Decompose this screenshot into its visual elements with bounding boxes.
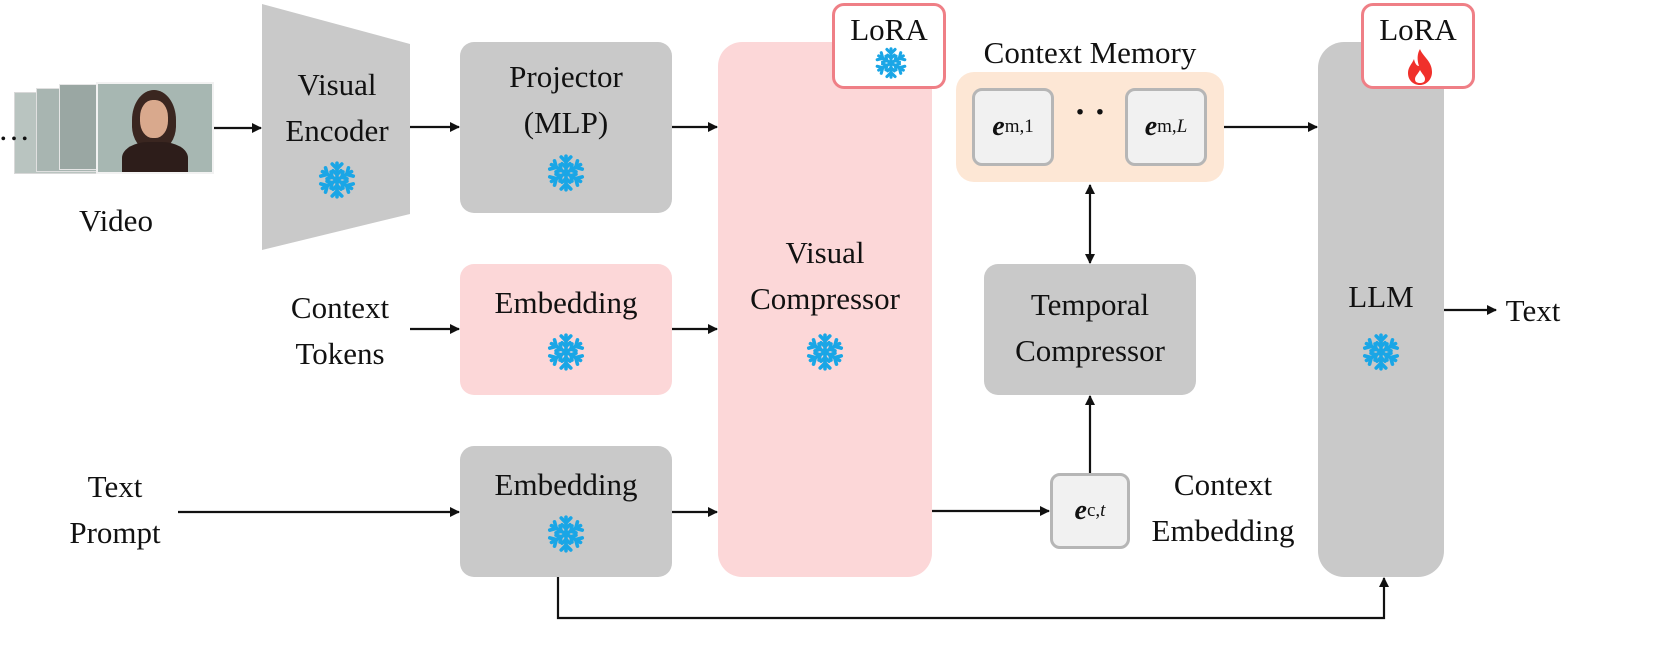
llm-label: LLM: [1348, 279, 1414, 314]
visual-compressor-block: [718, 42, 932, 577]
llm-lora-badge: LoRA: [1361, 3, 1475, 89]
context-embedding-label: Context Embedding: [1151, 467, 1295, 548]
text-embedding-block-label: Embedding: [494, 467, 638, 502]
projector-label: Projector (MLP): [509, 59, 623, 140]
video-frame-portrait: [96, 82, 214, 174]
llm-block: [1318, 42, 1444, 577]
video-ellipsis: …: [0, 111, 30, 147]
text-prompt-label: Text Prompt: [69, 469, 161, 550]
flame-icon: [1408, 49, 1432, 85]
text-embedding-block: [460, 446, 672, 577]
context-embedding-block-label: Embedding: [494, 285, 638, 320]
visual-encoder-label: Visual Encoder: [285, 67, 389, 148]
arrow-text-embedding-to-llm: [556, 577, 1389, 620]
visual-compressor-label: Visual Compressor: [750, 235, 900, 316]
visual-compressor-lora-badge: LoRA: [832, 3, 946, 89]
output-text-label: Text: [1505, 293, 1561, 328]
video-frames: [14, 80, 214, 180]
memory-token-dots: · ·: [1074, 94, 1106, 131]
video-label: Video: [79, 203, 153, 238]
context-embedding-block: [460, 264, 672, 395]
context-tokens-label: Context Tokens: [290, 290, 390, 371]
visual-encoder-block: [262, 4, 410, 250]
context-memory-title: Context Memory: [983, 35, 1197, 70]
temporal-compressor-label: Temporal Compressor: [1015, 287, 1165, 368]
temporal-compressor-block: [984, 264, 1196, 395]
